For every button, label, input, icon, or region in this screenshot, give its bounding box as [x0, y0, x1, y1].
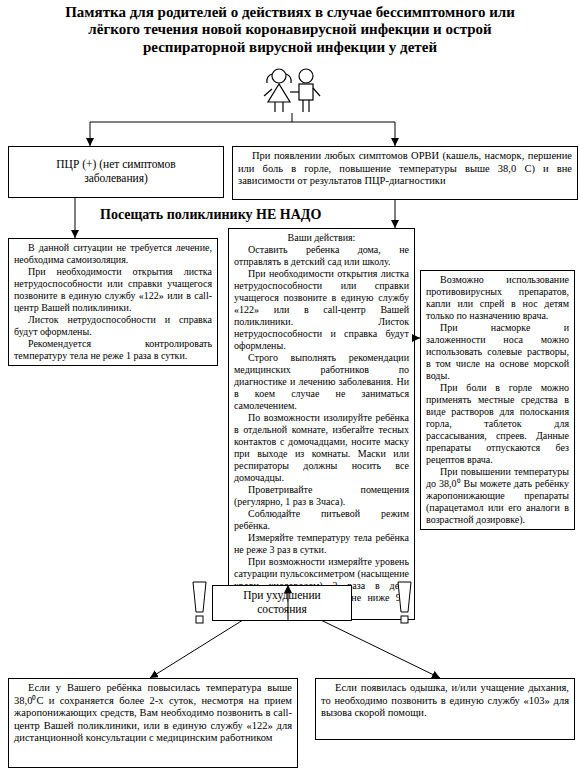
box-text: Возможно использование противовирусных п… — [426, 274, 569, 322]
box-text: При необходимости открытия листка нетруд… — [14, 266, 212, 314]
box-heading: Ваши действия: — [234, 232, 409, 244]
box-text: Строго выполнять рекомендации медицински… — [234, 352, 409, 412]
flow-arrow — [395, 200, 396, 228]
flow-arrow — [150, 621, 242, 678]
text-box: При появлении любых симптомов ОРВИ (каше… — [232, 146, 578, 200]
box-text: Проветривайте помещения (регулярно, 1 ра… — [234, 484, 409, 508]
exclamation-symbol — [193, 582, 206, 623]
text-box: При ухудшении состояния — [212, 585, 352, 621]
box-text: ПЦР (+) (нет симптомов заболевания) — [41, 158, 191, 186]
box-text: При необходимости открытия листка нетруд… — [234, 268, 409, 352]
box-text: При появлении любых симптомов ОРВИ (каше… — [238, 150, 572, 188]
box-text: При ухудшении состояния — [218, 589, 346, 617]
box-text: Измеряйте температуру тела ребёнка не ре… — [234, 532, 409, 556]
page-title: Памятка для родителей о действиях в случ… — [40, 4, 540, 56]
box-text: В данной ситуации не требуется лечение, … — [14, 242, 212, 266]
text-box: Если появилась одышка, и/или учащение ды… — [315, 678, 575, 740]
box-text: Если появилась одышка, и/или учащение ды… — [321, 682, 569, 720]
box-text: Рекомендуется контролировать температуру… — [14, 338, 212, 362]
text-box: Возможно использование противовирусных п… — [420, 270, 575, 530]
text-box: В данной ситуации не требуется лечение, … — [8, 238, 218, 366]
text-box: Ваши действия:Оставить ребенка дома, не … — [228, 228, 415, 620]
text-box: Если у Вашего ребёнка повысилась темпера… — [8, 678, 298, 768]
split-lines — [90, 113, 395, 146]
box-text: Если у Вашего ребёнка повысилась темпера… — [14, 682, 292, 745]
box-text: При повышении температуры до 38,0⁰ Вы мо… — [426, 466, 569, 526]
box-text: Оставить ребенка дома, не отправлять в д… — [234, 244, 409, 268]
text-box: ПЦР (+) (нет симптомов заболевания) — [8, 146, 224, 198]
warning-label: Посещать поликлинику НЕ НАДО — [100, 207, 321, 224]
box-text: Соблюдайте питьевой режим ребёнка. — [234, 508, 409, 532]
flow-arrow — [322, 621, 440, 678]
box-text: По возможности изолируйте ребёнка в отде… — [234, 412, 409, 484]
flow-arrow — [75, 198, 76, 238]
box-text: При боли в горле можно применять местные… — [426, 382, 569, 466]
children-icon — [264, 69, 320, 112]
box-text: Листок нетрудоспособности и справка буду… — [14, 314, 212, 338]
box-text: При насморке и заложенности носа можно и… — [426, 322, 569, 382]
